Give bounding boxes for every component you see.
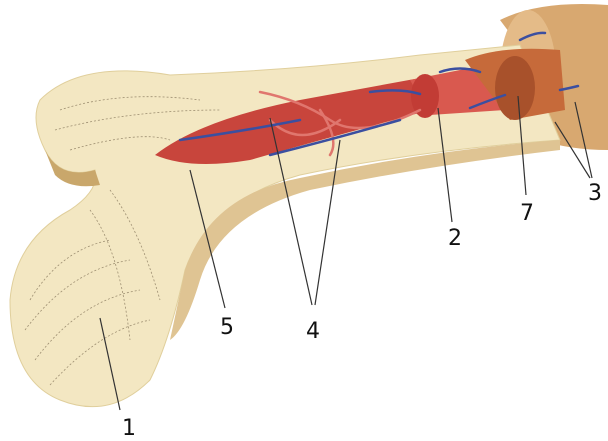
leader-lines <box>99 95 593 411</box>
label-1: 1 <box>122 416 136 441</box>
label-7: 7 <box>520 201 534 226</box>
spongy-bone-cylinder <box>465 48 565 120</box>
blood-vessels <box>178 31 580 157</box>
label-3: 3 <box>588 181 602 206</box>
bone-body <box>9 44 561 408</box>
label-2: 2 <box>448 226 462 251</box>
spongy-bone-texture <box>24 96 221 386</box>
label-5: 5 <box>220 315 234 340</box>
label-4: 4 <box>306 319 320 344</box>
